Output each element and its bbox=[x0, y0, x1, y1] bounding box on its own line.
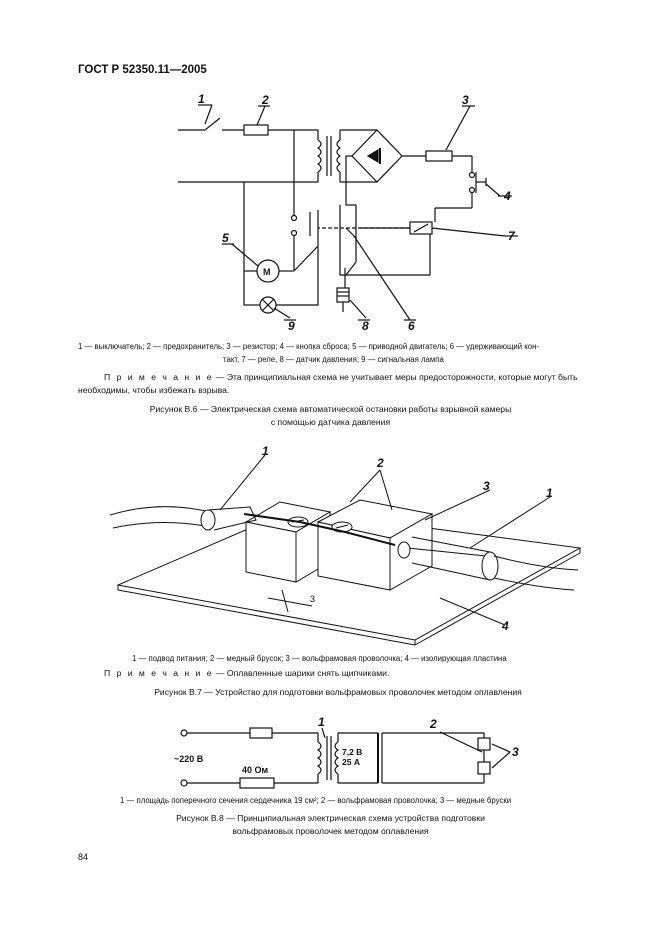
label-4: 4 bbox=[501, 619, 509, 633]
figure-b7-illustration: 1 2 3 1 3 4 bbox=[110, 440, 590, 650]
label-3-dim: 3 bbox=[310, 594, 315, 604]
label-3: 3 bbox=[462, 93, 469, 107]
document-header: ГОСТ Р 52350.11—2005 bbox=[78, 64, 207, 76]
figure-b8-caption: Рисунок В.8 — Принципиальная электрическ… bbox=[78, 812, 583, 838]
figure-b8-legend: 1 — площадь поперечного сечения сердечни… bbox=[120, 796, 512, 805]
note-head: П р и м е ч а н и е bbox=[104, 372, 214, 382]
note-text: — Эта принципиальная схема не учитывает … bbox=[213, 372, 578, 382]
label-4: 4 bbox=[503, 189, 511, 203]
figure-b7-caption: Рисунок В.7 — Устройство для подготовки … bbox=[154, 687, 522, 697]
note-text-continued: необходимы, чтобы избежать взрыва. bbox=[78, 385, 230, 395]
caption-line: вольфрамовых проволочек методом оплавлен… bbox=[232, 826, 429, 836]
caption-line: Рисунок В.8 — Принципиальная электрическ… bbox=[176, 813, 485, 823]
label-1: 1 bbox=[262, 444, 269, 458]
figure-b6-note: П р и м е ч а н и е — Эта принципиальная… bbox=[104, 371, 624, 384]
secondary-current: 25 А bbox=[342, 757, 360, 767]
label-7: 7 bbox=[508, 229, 516, 243]
label-3: 3 bbox=[483, 479, 490, 493]
page-number: 84 bbox=[78, 852, 89, 862]
label-6: 6 bbox=[408, 319, 415, 333]
caption-line: с помощью датчика давления bbox=[270, 417, 391, 427]
figure-b6-caption: Рисунок В.6 — Электрическая схема автома… bbox=[78, 403, 583, 429]
label-2: 2 bbox=[429, 717, 437, 731]
label-1-right: 1 bbox=[546, 486, 553, 500]
legend-line: такт, 7 — реле, 8 — датчик давления; 9 —… bbox=[223, 355, 444, 364]
figure-b8-schematic: 1 2 3 ~220 В 40 Ом 7,2 В 25 А bbox=[170, 712, 540, 792]
motor-mark: М bbox=[263, 267, 271, 277]
label-9: 9 bbox=[288, 319, 295, 333]
label-1: 1 bbox=[198, 92, 205, 106]
note-text: — Оплавленные шарики снять щипчиками. bbox=[213, 668, 390, 678]
figure-b6-legend: 1 — выключатель; 2 — предохранитель; 3 —… bbox=[78, 340, 598, 366]
label-2: 2 bbox=[376, 456, 384, 470]
label-2: 2 bbox=[261, 93, 269, 107]
figure-b7-legend: 1 — подвод питания; 2 — медный брусок; 3… bbox=[132, 654, 507, 663]
figure-b6-schematic: 1 2 3 4 5 6 7 8 9 М bbox=[160, 88, 540, 344]
label-5: 5 bbox=[222, 231, 229, 245]
label-8: 8 bbox=[362, 319, 369, 333]
voltage-label: ~220 В bbox=[174, 754, 204, 764]
label-3: 3 bbox=[512, 745, 519, 759]
note-head: П р и м е ч а н и е bbox=[104, 668, 214, 678]
secondary-voltage: 7,2 В bbox=[342, 747, 362, 757]
caption-line: Рисунок В.6 — Электрическая схема автома… bbox=[149, 404, 512, 414]
resistor-label: 40 Ом bbox=[242, 765, 269, 775]
legend-line: 1 — выключатель; 2 — предохранитель; 3 —… bbox=[78, 342, 539, 351]
label-1: 1 bbox=[318, 715, 325, 729]
figure-b7-note: П р и м е ч а н и е — Оплавленные шарики… bbox=[104, 667, 604, 680]
